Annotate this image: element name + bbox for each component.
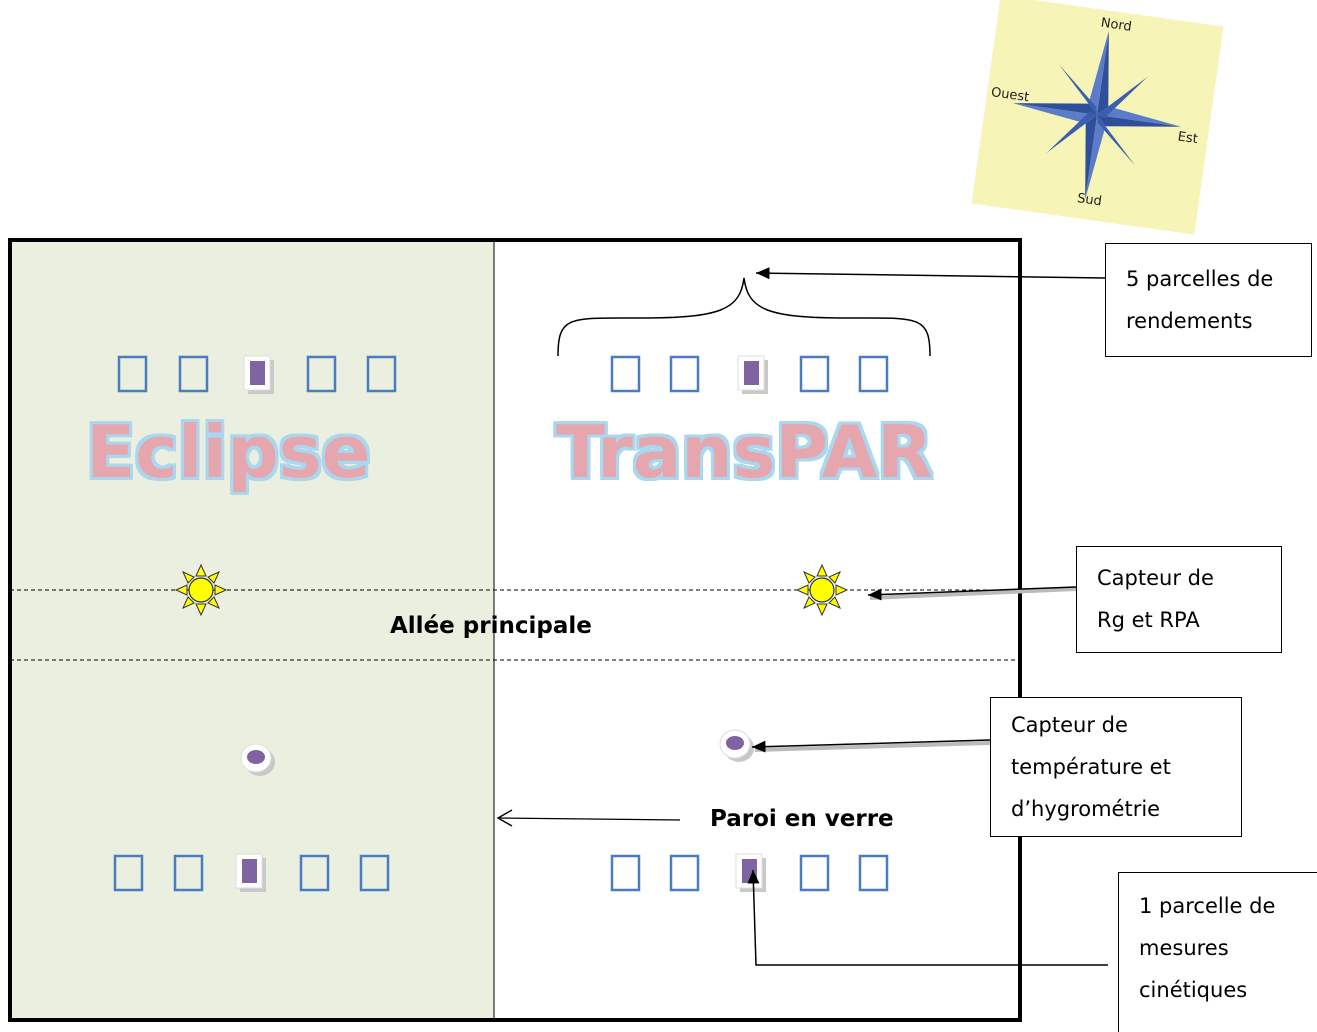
yield-plot [858, 355, 889, 393]
yield-plot [610, 854, 641, 892]
eclipse-title: Eclipse [86, 410, 371, 494]
temperature-sensor-icon [719, 729, 754, 762]
callout-line: rendements [1126, 309, 1253, 333]
compass-star-icon [1012, 30, 1182, 200]
yield-plot [359, 854, 390, 892]
kinetic-plot [744, 361, 759, 385]
greenhouse-border [8, 238, 1022, 1022]
callout-line: Rg et RPA [1097, 608, 1200, 632]
callout-line: 5 parcelles de [1126, 267, 1274, 291]
kinetic-plot [250, 361, 265, 385]
callout-line: d’hygrométrie [1011, 797, 1161, 821]
transpar-title: TransPAR [556, 410, 933, 494]
yield-plot [178, 355, 209, 393]
sun-sensor-icon [795, 563, 849, 617]
callout-line: 1 parcelle de [1139, 894, 1276, 918]
kinetic-plot [242, 859, 257, 883]
yield-plots-brace [557, 277, 931, 357]
kinetic-plot-arrow [747, 869, 1108, 966]
glass-wall-label: Paroi en verre [710, 806, 894, 832]
yield-plots-callout: 5 parcelles de rendements [1105, 243, 1312, 357]
plot-row-top-left [117, 355, 397, 394]
glass-wall-arrowhead [496, 809, 513, 827]
yield-plot [299, 854, 330, 892]
callout-line: Capteur de [1011, 713, 1128, 737]
sun-sensor-icon [174, 563, 228, 617]
rg-arrow-shadow [869, 587, 1077, 600]
yield-plot [113, 854, 144, 892]
yield-plot [610, 355, 641, 393]
callout-line: cinétiques [1139, 978, 1248, 1002]
compass-rose: Nord Sud Est Ouest [971, 0, 1224, 235]
yield-plot [669, 854, 700, 892]
temp-arrow-shadow [754, 741, 991, 752]
yield-plot [799, 355, 830, 393]
rg-sensor-callout: Capteur de Rg et RPA [1076, 546, 1282, 653]
yield-plot [306, 355, 337, 393]
rg-sensor-arrow [867, 586, 1077, 601]
yield-plot [669, 355, 700, 393]
yield-plot [173, 854, 204, 892]
yield-plot [366, 355, 397, 393]
yield-plot [799, 854, 830, 892]
glass-wall-arrow [499, 817, 681, 821]
kinetic-plot-callout: 1 parcelle de mesures cinétiques [1118, 872, 1317, 1032]
kinetic-plot [742, 859, 757, 883]
yield-plots-arrow [755, 267, 1106, 280]
callout-line: Capteur de [1097, 566, 1214, 590]
callout-line: mesures [1139, 936, 1229, 960]
yield-plot [117, 355, 148, 393]
temperature-sensor-icon [240, 743, 275, 776]
plot-row-bottom-left [113, 853, 390, 892]
plot-row-top-right [610, 355, 889, 394]
yield-plot [858, 854, 889, 892]
temp-sensor-arrow [751, 739, 991, 753]
callout-line: température et [1011, 755, 1171, 779]
temp-sensor-callout: Capteur de température et d’hygrométrie [990, 697, 1242, 837]
aisle-label: Allée principale [390, 613, 592, 639]
